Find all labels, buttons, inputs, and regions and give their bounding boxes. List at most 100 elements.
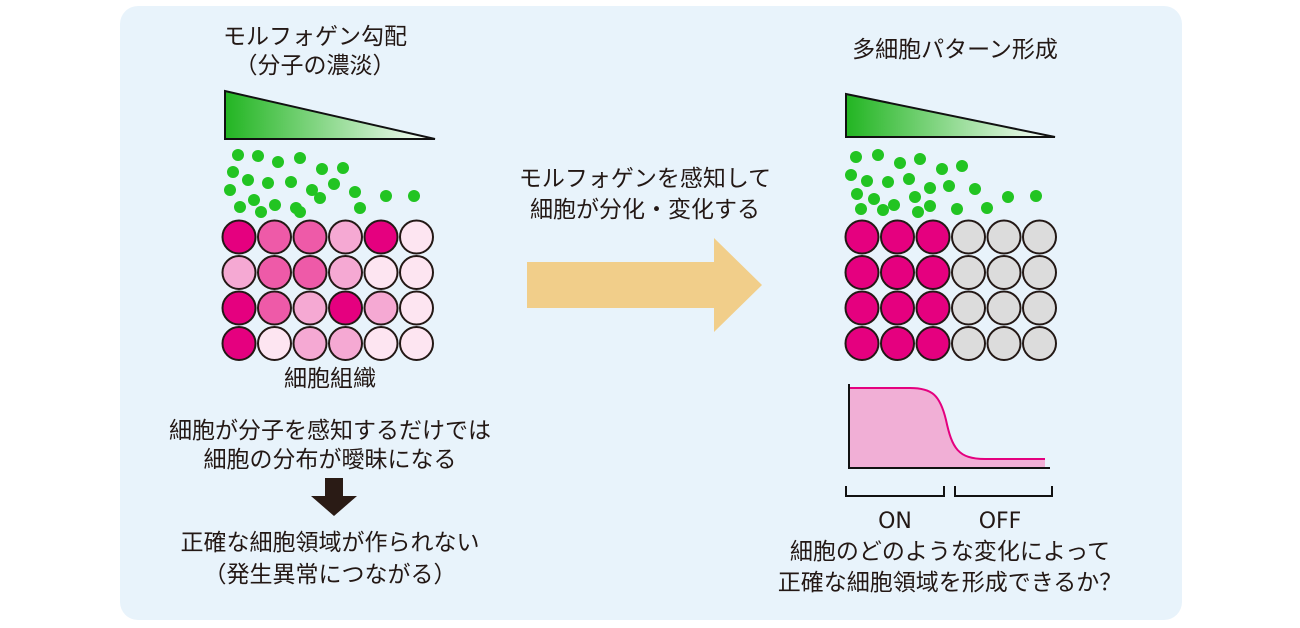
molecule-dot <box>969 183 981 195</box>
molecule-dot <box>956 160 968 172</box>
cell <box>986 219 1022 255</box>
question-line2: 正確な細胞領域を形成できるか？ <box>777 570 1123 596</box>
off-label: OFF <box>978 509 1022 534</box>
cell <box>399 219 434 255</box>
molecule-dot <box>248 194 260 206</box>
cell <box>363 219 399 255</box>
molecule-dot <box>294 152 306 164</box>
cell <box>915 326 951 361</box>
molecule-dot <box>861 175 873 187</box>
molecule-dot <box>845 169 857 181</box>
cell <box>221 255 257 290</box>
molecules-left <box>224 149 420 218</box>
molecule-dot <box>882 176 894 188</box>
off-bracket <box>954 486 1053 497</box>
pattern-title: 多細胞パターン形成 <box>852 37 1058 63</box>
molecule-dot <box>909 191 921 203</box>
molecule-dot <box>924 182 936 194</box>
tissue-label: 細胞組織 <box>284 366 376 392</box>
cell <box>221 326 257 361</box>
molecule-dot <box>912 206 924 218</box>
cell <box>399 290 434 326</box>
molecule-dot <box>851 188 863 200</box>
molecule-dot <box>943 180 955 192</box>
cell <box>328 255 363 290</box>
molecule-dot <box>285 176 297 188</box>
molecule-dot <box>888 199 900 211</box>
cell <box>257 219 292 255</box>
cell <box>257 326 292 361</box>
statement-line2: 細胞の分布が曖昧になる <box>203 447 457 473</box>
molecule-dot <box>272 156 284 168</box>
molecule-dot <box>408 190 420 202</box>
molecule-dot <box>306 184 318 196</box>
molecule-dot <box>232 149 244 161</box>
down-arrow <box>311 478 357 516</box>
cell <box>880 219 915 255</box>
cell <box>986 255 1022 290</box>
molecule-dot <box>314 192 326 204</box>
response-curve <box>849 387 1045 460</box>
molecule-dot <box>328 178 340 190</box>
cell <box>844 290 880 326</box>
cell <box>844 219 880 255</box>
cell <box>880 290 915 326</box>
molecule-dot <box>951 203 963 215</box>
cell <box>257 255 292 290</box>
cell <box>292 290 328 326</box>
molecule-dot <box>1030 190 1042 202</box>
on-bracket <box>845 486 945 497</box>
molecule-dot <box>868 193 880 205</box>
morphogen-gradient-left <box>224 89 436 140</box>
cell <box>1022 290 1057 326</box>
cell <box>880 326 915 361</box>
curve-axes <box>848 384 1050 469</box>
on-off-curve-plot <box>848 384 1050 469</box>
molecule-dot <box>903 173 915 185</box>
molecules-right <box>845 149 1042 218</box>
cell <box>257 290 292 326</box>
cell <box>328 326 363 361</box>
process-line2: 細胞が分化・変化する <box>530 197 760 223</box>
cell <box>292 326 328 361</box>
molecule-dot <box>242 174 254 186</box>
molecule-dot <box>227 166 239 178</box>
molecule-dot <box>337 162 349 174</box>
molecule-dot <box>316 163 328 175</box>
molecule-dot <box>877 204 889 216</box>
cell <box>880 255 915 290</box>
cell <box>221 290 257 326</box>
cell <box>399 255 434 290</box>
cell <box>1022 326 1057 361</box>
molecule-dot <box>894 157 906 169</box>
cell <box>1022 255 1057 290</box>
cell <box>292 219 328 255</box>
cell <box>363 290 399 326</box>
cell <box>1022 219 1057 255</box>
molecule-dot <box>924 200 936 212</box>
cell <box>951 219 986 255</box>
molecule-dot <box>1002 191 1014 203</box>
cell <box>844 326 880 361</box>
molecule-dot <box>252 150 264 162</box>
question-line1: 細胞のどのような変化によって <box>789 539 1111 565</box>
molecule-dot <box>234 201 246 213</box>
molecule-dot <box>262 177 274 189</box>
cell-grid-left <box>221 219 434 361</box>
gradient-title: モルフォゲン勾配 <box>223 24 407 50</box>
cell <box>363 326 399 361</box>
cell <box>328 290 363 326</box>
cell <box>292 255 328 290</box>
molecule-dot <box>294 206 306 218</box>
cell <box>363 255 399 290</box>
process-arrow <box>527 238 762 332</box>
process-line1: モルフォゲンを感知して <box>518 166 772 192</box>
cell <box>915 219 951 255</box>
molecule-dot <box>981 202 993 214</box>
cell-grid-right <box>844 219 1057 361</box>
molecule-dot <box>224 184 236 196</box>
molecule-dot <box>850 151 862 163</box>
cell <box>951 290 986 326</box>
cell <box>221 219 257 255</box>
